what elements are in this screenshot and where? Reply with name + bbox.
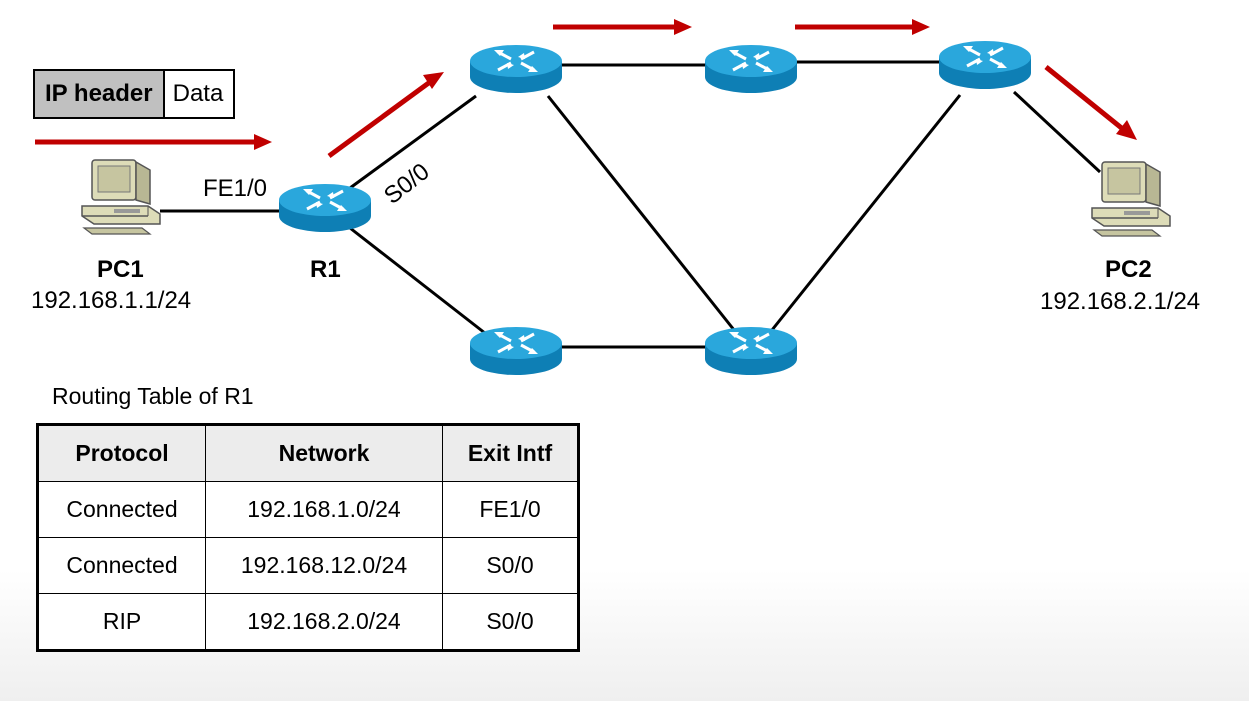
link-top-left-bottom-right bbox=[546, 95, 744, 341]
table-cell: Connected bbox=[37, 537, 206, 594]
table-row: RIP 192.168.2.0/24 S0/0 bbox=[37, 593, 579, 651]
column-header-network: Network bbox=[205, 424, 443, 482]
routing-table-title: Routing Table of R1 bbox=[52, 383, 254, 409]
pc1-ip: 192.168.1.1/24 bbox=[31, 287, 192, 314]
router-top-mid-icon bbox=[703, 43, 799, 95]
ip-header-cell: IP header bbox=[35, 71, 165, 117]
packet-flow-arrows bbox=[35, 19, 1137, 159]
router-top-left-icon bbox=[468, 43, 564, 95]
column-header-exit-intf: Exit Intf bbox=[442, 424, 579, 482]
pc2-name: PC2 bbox=[1105, 256, 1152, 283]
link-top-right-bottom-right bbox=[762, 94, 962, 341]
r1-s0-interface-label: S0/0 bbox=[379, 158, 435, 210]
link-r1-router-bottom bbox=[349, 226, 491, 339]
pc2-icon bbox=[1091, 161, 1171, 237]
arrow-5 bbox=[1044, 65, 1126, 132]
table-cell: Connected bbox=[37, 481, 206, 538]
router-bottom-right-icon bbox=[703, 325, 799, 377]
routing-table: Protocol Network Exit Intf Connected 192… bbox=[36, 423, 580, 652]
pc1-name: PC1 bbox=[97, 256, 144, 283]
r1-name: R1 bbox=[310, 256, 341, 283]
arrow-1-head bbox=[254, 134, 272, 150]
table-cell: S0/0 bbox=[442, 593, 579, 651]
router-bottom-left-icon bbox=[468, 325, 564, 377]
pc2-ip: 192.168.2.1/24 bbox=[1040, 288, 1201, 315]
arrow-2-head bbox=[423, 72, 444, 89]
arrow-4-head bbox=[912, 19, 930, 35]
table-cell: FE1/0 bbox=[442, 481, 579, 538]
table-row: Connected 192.168.1.0/24 FE1/0 bbox=[37, 481, 579, 538]
link-r1-router-top bbox=[349, 94, 477, 190]
table-cell: RIP bbox=[37, 593, 206, 651]
data-cell: Data bbox=[164, 71, 234, 117]
r1-fe-interface-label: FE1/0 bbox=[203, 175, 268, 202]
arrow-5-head bbox=[1116, 120, 1137, 140]
table-cell: 192.168.2.0/24 bbox=[205, 593, 443, 651]
network-links bbox=[160, 60, 1102, 349]
ip-packet: IP header Data bbox=[33, 69, 236, 119]
router-top-right-icon bbox=[937, 39, 1033, 91]
link-top-right-pc2 bbox=[1012, 90, 1102, 174]
table-cell: 192.168.1.0/24 bbox=[205, 481, 443, 538]
table-cell: 192.168.12.0/24 bbox=[205, 537, 443, 594]
pc1-icon bbox=[81, 159, 161, 235]
table-cell: S0/0 bbox=[442, 537, 579, 594]
table-row: Connected 192.168.12.0/24 S0/0 bbox=[37, 537, 579, 594]
column-header-protocol: Protocol bbox=[37, 424, 206, 482]
arrow-3-head bbox=[674, 19, 692, 35]
router-r1-icon bbox=[277, 182, 373, 234]
table-header-row: Protocol Network Exit Intf bbox=[37, 424, 579, 482]
arrow-2 bbox=[327, 79, 432, 159]
